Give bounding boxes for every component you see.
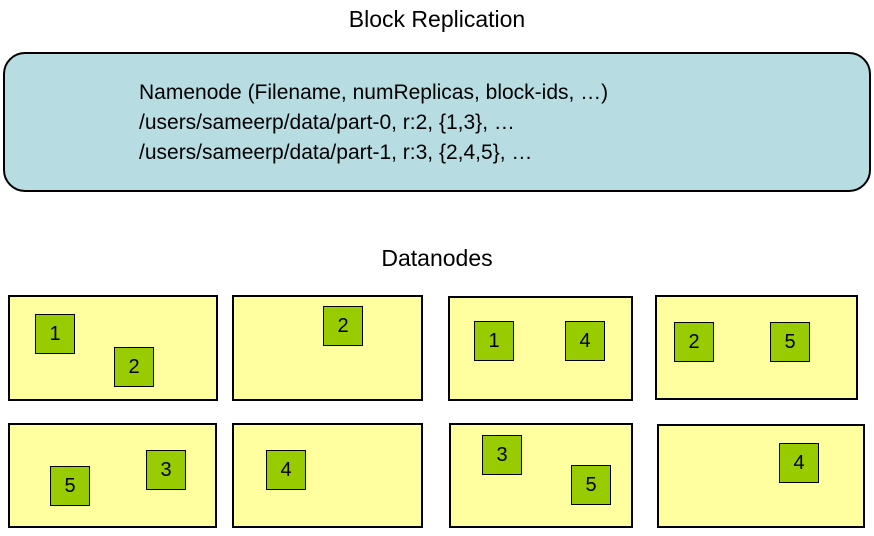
block-2: 2 [674,322,714,362]
namenode-text: Namenode (Filename, numReplicas, block-i… [139,78,608,168]
block-1: 1 [474,321,514,361]
block-2: 2 [323,306,363,346]
block-5: 5 [770,322,810,362]
datanodes-heading: Datanodes [381,245,493,271]
block-5: 5 [571,465,611,505]
block-1: 1 [35,314,75,354]
slide-title: Block Replication [348,6,526,32]
namenode-box: Namenode (Filename, numReplicas, block-i… [3,52,871,192]
block-3: 3 [146,450,186,490]
block-3: 3 [482,435,522,475]
datanode-6: 4 [232,423,423,528]
namenode-line-part1: /users/sameerp/data/part-1, r:3, {2,4,5}… [139,141,533,164]
datanode-2: 2 [232,295,423,401]
block-4: 4 [565,321,605,361]
block-2: 2 [114,347,154,387]
block-4: 4 [779,443,819,483]
namenode-line-part0: /users/sameerp/data/part-0, r:2, {1,3}, … [139,111,515,134]
namenode-line-header: Namenode (Filename, numReplicas, block-i… [139,81,609,104]
datanode-8: 4 [657,424,865,528]
block-5: 5 [50,466,90,506]
block-4: 4 [266,450,306,490]
